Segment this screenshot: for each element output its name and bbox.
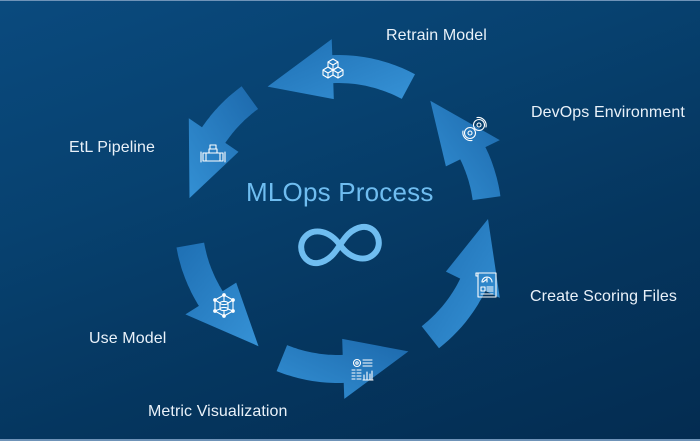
arrow-metric-visualization — [276, 338, 409, 399]
infinity-icon — [298, 223, 382, 267]
pipe-valve-icon — [200, 144, 226, 163]
scoring-document-icon — [475, 272, 497, 298]
diagram-title: MLOps Process — [246, 177, 434, 207]
arrow-create-scoring-files — [421, 219, 500, 349]
step-label-create-scoring-files: Create Scoring Files — [530, 288, 677, 305]
network-model-icon — [213, 293, 235, 318]
gears-cycle-icon — [462, 116, 487, 142]
arrow-use-model — [176, 242, 259, 347]
step-label-use-model: Use Model — [89, 330, 167, 347]
step-label-devops-environment: DevOps Environment — [531, 104, 685, 121]
step-label-etl-pipeline: EtL Pipeline — [69, 139, 155, 156]
arrow-devops-environment — [430, 100, 501, 201]
cubes-icon — [322, 58, 344, 79]
arrow-etl-pipeline — [188, 86, 259, 199]
step-label-metric-visualization: Metric Visualization — [148, 403, 288, 420]
metrics-dashboard-icon — [351, 358, 374, 381]
step-label-retrain-model: Retrain Model — [386, 27, 487, 44]
